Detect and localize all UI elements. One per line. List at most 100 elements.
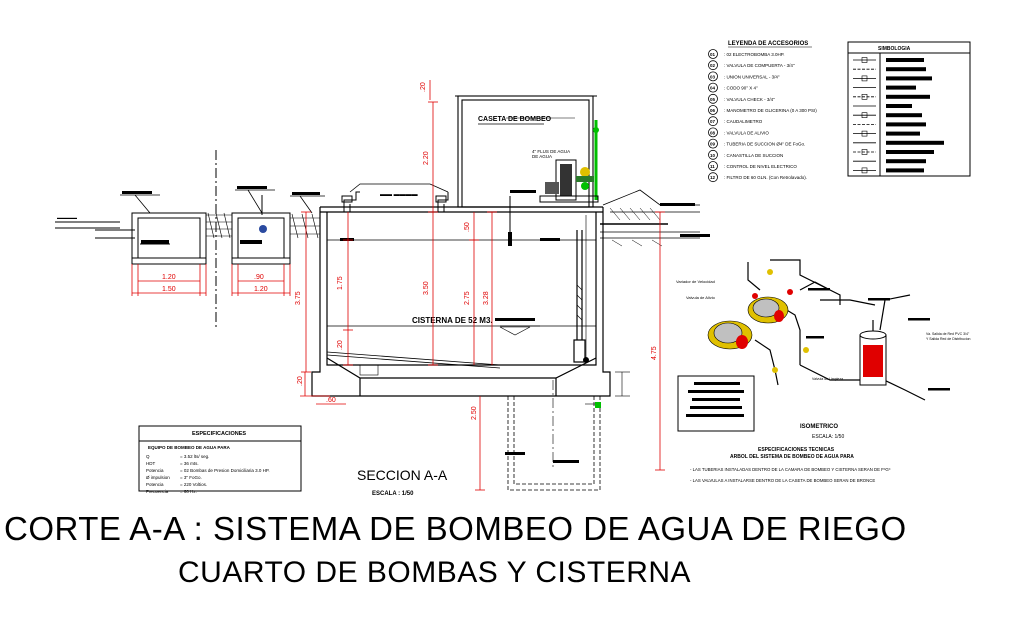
dim-footing: .60 bbox=[326, 397, 336, 404]
float-ball-icon bbox=[259, 225, 267, 233]
vertical-dimensions bbox=[300, 80, 661, 490]
pump-label-bar bbox=[510, 190, 536, 193]
dim-caja1-outer: 1.50 bbox=[162, 286, 176, 293]
iso-label-tanque-1: Va. Salida de Red PVC 3/4" bbox=[926, 332, 970, 336]
cistern-label: CISTERNA DE 52 M3. bbox=[412, 316, 493, 325]
legend-item-badge bbox=[708, 138, 718, 149]
drain-icon bbox=[595, 402, 601, 408]
symbol-glyph-mark bbox=[861, 149, 868, 155]
dim-left-total: 3.75 bbox=[295, 291, 302, 305]
right-ground-label bbox=[660, 203, 695, 206]
symbol-glyph-mark bbox=[861, 57, 868, 63]
pit-label-2 bbox=[553, 460, 579, 463]
legend-item-text: : CONTROL DE NIVEL ELECTRICO bbox=[724, 164, 797, 169]
legend-item-badge bbox=[708, 93, 718, 104]
legend-item-text: : VALVULA DE ALIVIO bbox=[724, 130, 769, 135]
dim-right-total: 4.75 bbox=[651, 346, 658, 360]
legend-item-badge bbox=[708, 172, 718, 183]
symbol-description bbox=[886, 168, 924, 173]
water-levels bbox=[327, 239, 596, 327]
symbol-glyph-mark bbox=[861, 130, 868, 137]
dim-water-b: 3.28 bbox=[483, 291, 490, 305]
iso-label-tanque-2: Y Salida Red de Distribucion bbox=[926, 337, 971, 341]
spec-row-value: = 02 Bombas de Presion Domiciliaria 3.0 … bbox=[180, 468, 270, 473]
box-dimensions bbox=[131, 264, 291, 296]
legend-item-number: 06 bbox=[710, 108, 716, 113]
cistern-label-bar bbox=[495, 318, 535, 321]
symbol-description bbox=[886, 140, 944, 145]
legend-item-text: : CODO 90° X 4" bbox=[724, 86, 758, 91]
legend-item-badge bbox=[708, 82, 718, 93]
slab-label: ▬▬ ▬▬▬▬ bbox=[380, 192, 418, 198]
isometric-tank bbox=[859, 320, 887, 386]
pump-house bbox=[455, 95, 597, 208]
notes-title-1: ESPECIFICACIONES TECNICAS bbox=[758, 447, 835, 453]
legend-item-badge bbox=[708, 149, 718, 160]
iso-info-box bbox=[677, 375, 755, 432]
symbol-glyph-mark bbox=[861, 75, 868, 82]
inspection-box-1 bbox=[131, 212, 207, 265]
dim-pit: 2.50 bbox=[471, 406, 478, 420]
legend-item-badge bbox=[708, 71, 718, 82]
symbol-description bbox=[886, 150, 934, 154]
dim-caja1-inner: 1.20 bbox=[162, 274, 176, 281]
note-item: - LAS TUBERIAS INSTALADAS DENTRO DE LA C… bbox=[690, 467, 891, 472]
spec-row-key: HDT bbox=[146, 461, 155, 466]
symbol-description bbox=[886, 122, 926, 127]
notes-title-2: ARBOL DEL SISTEMA DE BOMBEO DE AGUA PARA bbox=[730, 454, 854, 460]
spec-row-value: = 3" FoGo. bbox=[180, 475, 202, 480]
leader-text-2 bbox=[237, 186, 267, 189]
spec-subtitle: EQUIPO DE BOMBEO DE AGUA PARA bbox=[148, 445, 231, 450]
legend-item-text: : VALVULA CHECK - 3/4" bbox=[724, 97, 775, 102]
legend-item-number: 07 bbox=[710, 119, 716, 124]
symbol-glyph-mark bbox=[861, 167, 868, 174]
isometric-piping bbox=[747, 259, 926, 401]
symbol-description bbox=[886, 104, 912, 108]
dim-caseta-top: .20 bbox=[420, 82, 427, 92]
pump-house-label: CASETA DE BOMBEO bbox=[478, 116, 552, 123]
legend-item-text: : MANOMETRO DE GLICERINA (0 A 300 PSI) bbox=[724, 108, 817, 113]
section-label: SECCION A-A bbox=[357, 467, 448, 483]
dim-left-water: 1.75 bbox=[337, 276, 344, 290]
dimension-ticks bbox=[301, 101, 665, 491]
right-pipe-label bbox=[680, 234, 710, 237]
legend-item-text: : FILTRO DE 60 GLN. (Con Retrolavado). bbox=[724, 175, 807, 180]
symbol-description bbox=[886, 131, 920, 136]
legend-item-number: 01 bbox=[710, 52, 716, 57]
note-item: - LAS VALVULAS A INSTALARSE DENTRO DE LA… bbox=[690, 478, 875, 483]
spec-row-value: = 220 Voltios. bbox=[180, 482, 207, 487]
ground-line-left bbox=[55, 221, 135, 239]
leader-text-3 bbox=[292, 192, 320, 195]
legend-item-number: 02 bbox=[710, 63, 716, 68]
spec-row-key: Ø impulsion bbox=[146, 475, 170, 480]
box2-label bbox=[240, 240, 262, 244]
isometric-pumps bbox=[707, 269, 809, 373]
legend-item-number: 10 bbox=[710, 153, 716, 158]
cistern-walls bbox=[311, 206, 611, 397]
symbol-description bbox=[886, 159, 926, 164]
legend-item-badge bbox=[708, 116, 718, 127]
specifications-table bbox=[138, 425, 302, 492]
leader-text-1 bbox=[122, 191, 152, 194]
iso-label-variador: Variador de Velocidad bbox=[676, 279, 715, 284]
ground-label-left: ▬▬▬▬▬ bbox=[57, 215, 77, 220]
soil-hatch bbox=[206, 212, 320, 239]
symbols-table bbox=[847, 41, 971, 177]
dim-center: 3.50 bbox=[423, 281, 430, 295]
legend-item-number: 09 bbox=[710, 142, 716, 147]
legend-item-number: 05 bbox=[710, 97, 716, 102]
right-wall-ticks bbox=[585, 371, 630, 405]
iso-label-alivio: Valvula de Alivio bbox=[686, 295, 716, 300]
drawing-title-line-2: CUARTO DE BOMBAS Y CISTERNA bbox=[178, 556, 692, 589]
section-scale: ESCALA : 1/50 bbox=[372, 491, 414, 497]
symbol-glyph-mark bbox=[861, 112, 868, 118]
iso-label-limpieza: Valvula de Limpieza bbox=[812, 377, 843, 381]
legend-item-text: : VALVULA DE COMPUERTA - 3/4" bbox=[724, 63, 795, 68]
legend-item-text: : UNION UNIVERSAL - 3/4" bbox=[724, 74, 780, 79]
iso-scale: ESCALA: 1/50 bbox=[812, 434, 844, 440]
legend-item-badge bbox=[708, 60, 718, 71]
legend-item-number: 03 bbox=[710, 74, 716, 79]
legend-item-badge bbox=[708, 127, 718, 138]
dim-left-bottom: .20 bbox=[337, 340, 344, 350]
